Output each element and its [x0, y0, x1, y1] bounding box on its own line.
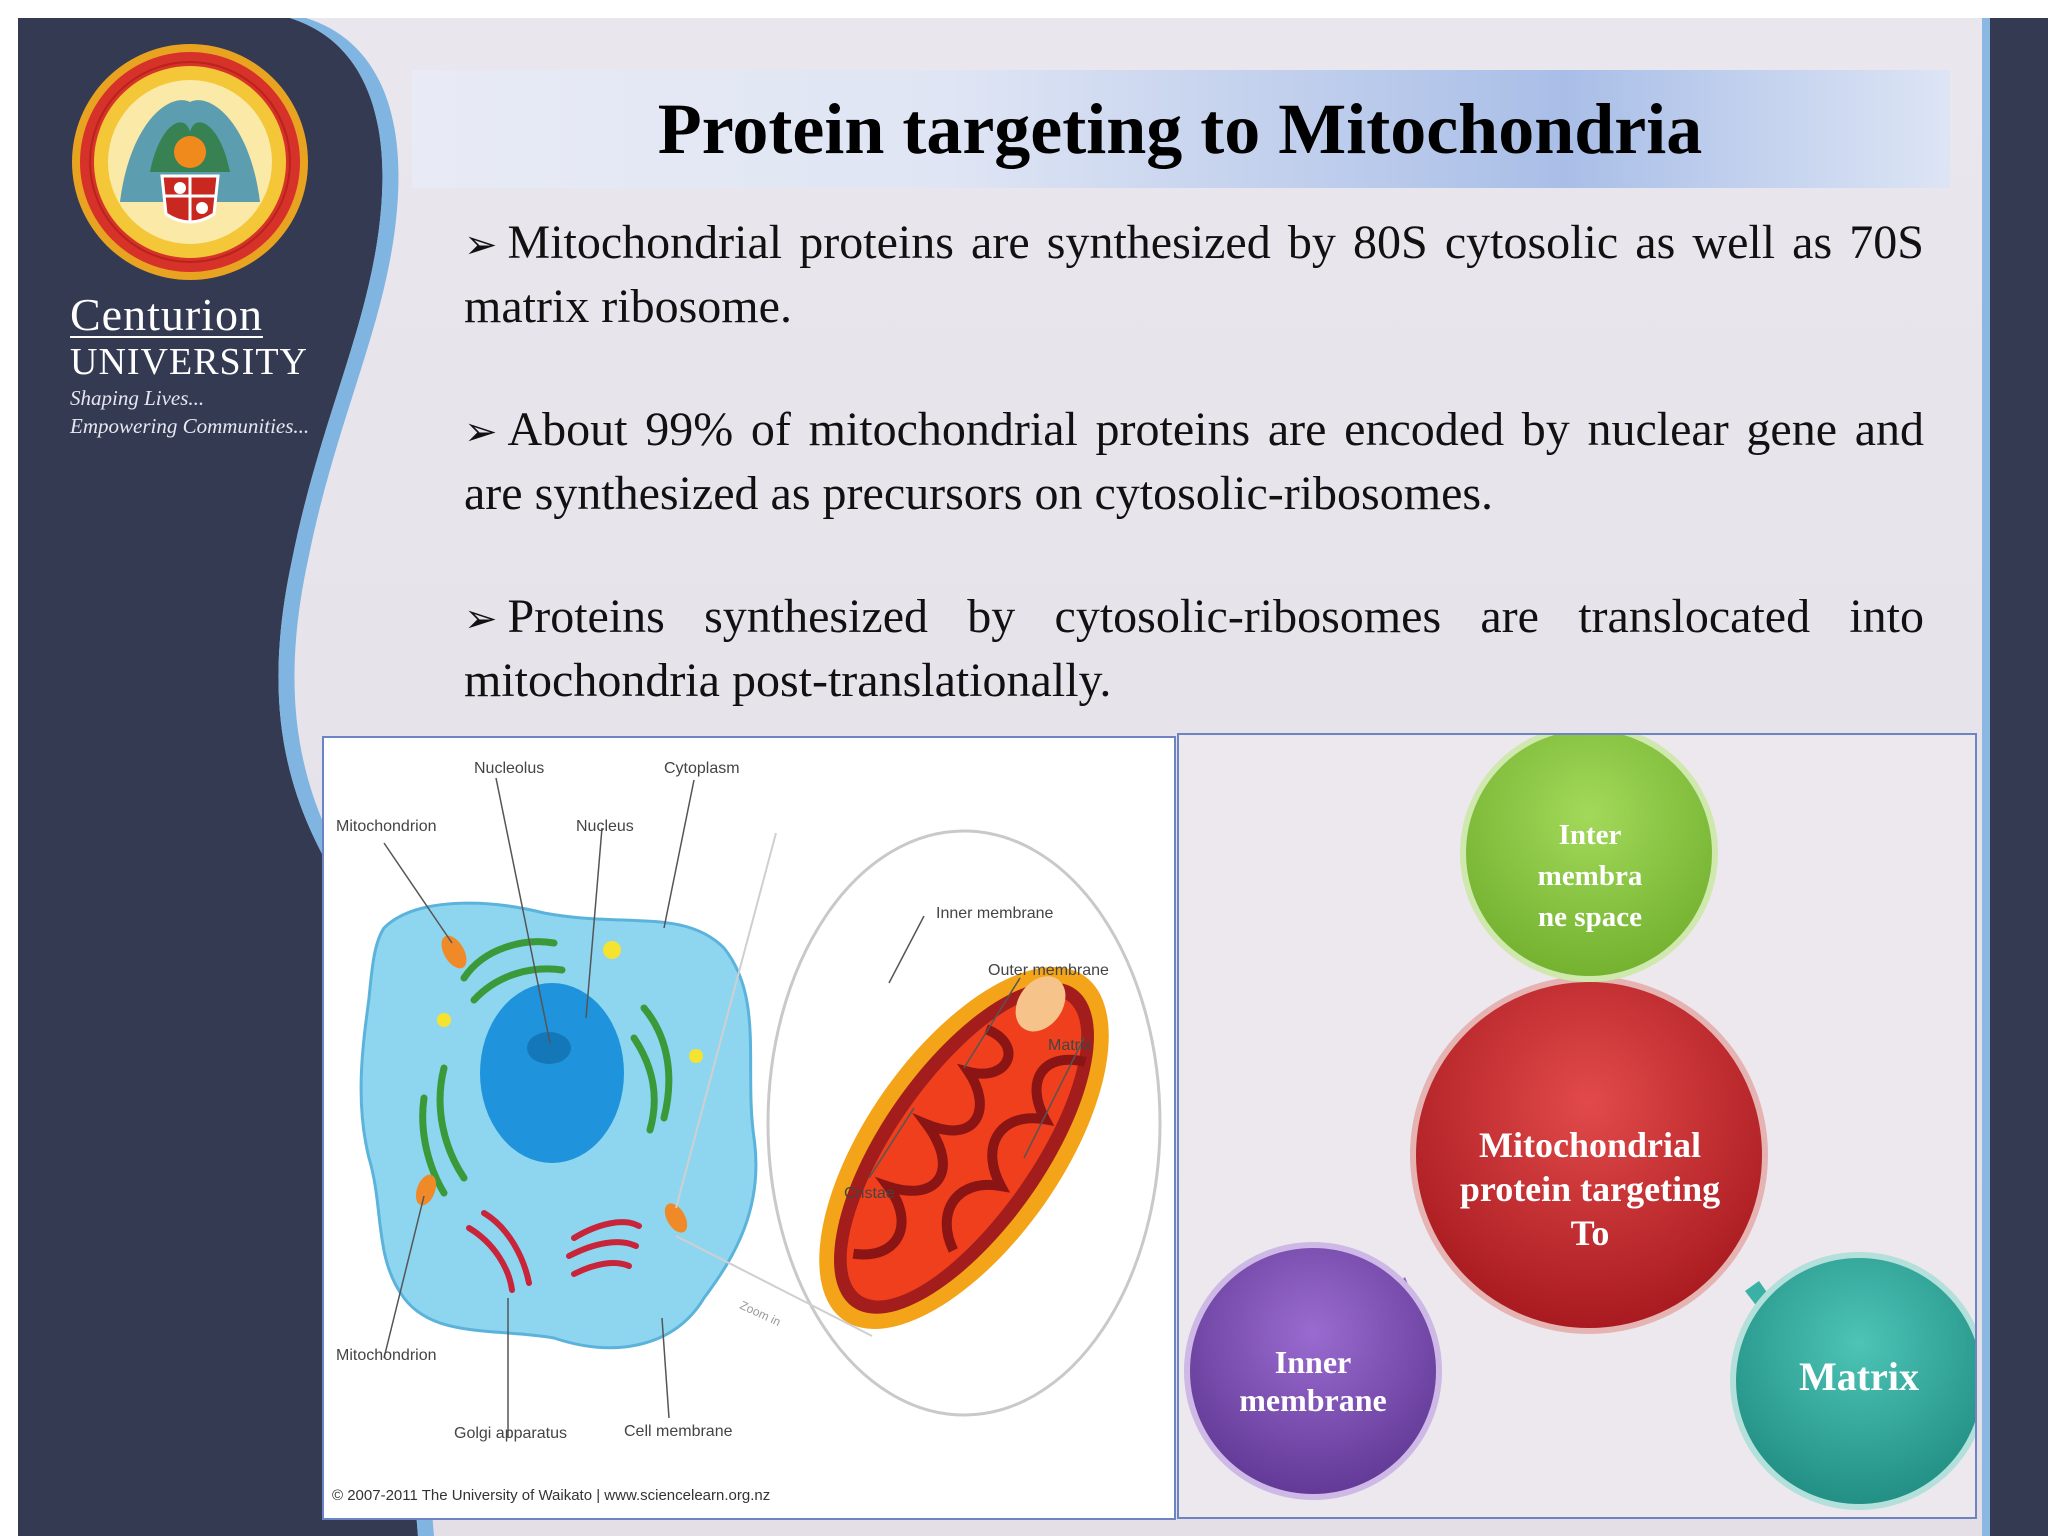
university-tagline: Shaping Lives... Empowering Communities.…	[70, 384, 350, 440]
bullet-text: Proteins synthesized by cytosolic-riboso…	[464, 590, 1924, 707]
label-mitochondrion-bottom: Mitochondrion	[336, 1347, 437, 1364]
er-strands	[419, 938, 673, 1197]
targeting-diagram-shapes	[1184, 735, 1975, 1510]
label-cristae: Cristae	[844, 1185, 895, 1202]
center-circle-label: Mitochondrial protein targeting To	[1459, 1125, 1721, 1253]
top-circle	[1460, 735, 1718, 982]
label-zoom: Zoom in	[738, 1298, 783, 1329]
university-logo	[72, 44, 308, 280]
label-lines	[383, 777, 1085, 1438]
cell-figure: Nucleolus Cytoplasm Mitochondrion Nucleu…	[322, 736, 1176, 1520]
label-inner-membrane: Inner membrane	[936, 905, 1053, 922]
cell-illustration: Nucleolus Cytoplasm Mitochondrion Nucleu…	[336, 760, 1162, 1442]
targeting-diagram: Mitochondrial protein targeting To Inter…	[1177, 733, 1977, 1519]
label-mitochondrion-top: Mitochondrion	[336, 818, 437, 835]
mitochondrion-zoomed	[819, 967, 1109, 1329]
right-bar	[1982, 18, 2048, 1536]
bullet-list: ➢Mitochondrial proteins are synthesized …	[464, 212, 1924, 773]
bullet-arrow-icon: ➢	[464, 409, 498, 454]
label-cell-membrane: Cell membrane	[624, 1423, 733, 1440]
bullet-item: ➢Mitochondrial proteins are synthesized …	[464, 212, 1924, 338]
label-matrix: Matrix	[1048, 1037, 1092, 1054]
right-circle-label: Matrix	[1799, 1354, 1919, 1399]
golgi	[466, 1210, 642, 1293]
tagline-line-1: Shaping Lives...	[70, 386, 205, 410]
top-circle-label: Inter membra ne space	[1537, 819, 1643, 933]
label-nucleolus: Nucleolus	[474, 760, 544, 777]
bullet-item: ➢Proteins synthesized by cytosolic-ribos…	[464, 586, 1924, 712]
bullet-text: About 99% of mitochondrial proteins are …	[464, 403, 1924, 520]
nucleolus	[527, 1032, 571, 1064]
left-circle	[1184, 1242, 1442, 1500]
label-cytoplasm: Cytoplasm	[664, 760, 740, 777]
label-nucleus: Nucleus	[576, 818, 634, 835]
label-golgi: Golgi apparatus	[454, 1425, 567, 1442]
bullet-arrow-icon: ➢	[464, 222, 498, 267]
bullet-item: ➢About 99% of mitochondrial proteins are…	[464, 399, 1924, 525]
left-circle-label: Inner membrane	[1239, 1344, 1387, 1418]
right-circle	[1730, 1252, 1975, 1510]
tagline-line-2: Empowering Communities...	[70, 414, 310, 438]
university-sub: UNIVERSITY	[70, 341, 308, 383]
label-outer-membrane: Outer membrane	[988, 962, 1109, 979]
university-name: Centurion	[70, 289, 263, 340]
page-title: Protein targeting to Mitochondria	[657, 89, 1703, 169]
image-credit: © 2007-2011 The University of Waikato | …	[332, 1487, 771, 1504]
title-band	[412, 70, 1950, 188]
bullet-arrow-icon: ➢	[464, 596, 498, 641]
nucleus	[480, 983, 624, 1163]
bullet-text: Mitochondrial proteins are synthesized b…	[464, 216, 1924, 333]
